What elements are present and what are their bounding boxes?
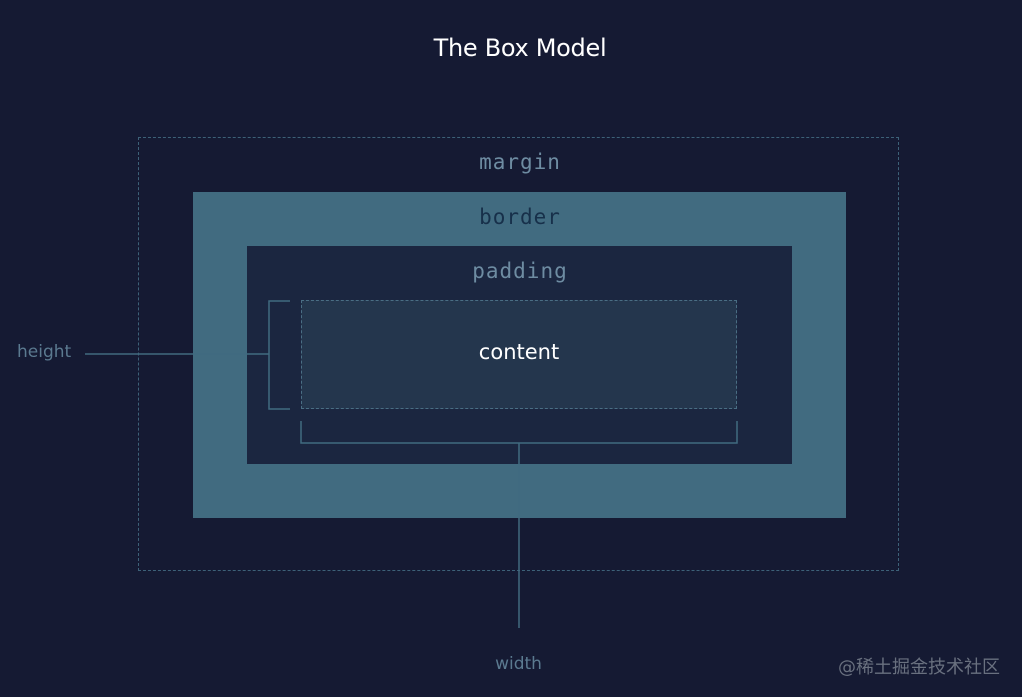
- margin-label: margin: [479, 150, 561, 174]
- height-bracket: [268, 300, 290, 410]
- content-label: content: [478, 340, 560, 364]
- width-bracket: [300, 421, 738, 444]
- watermark: @稀土掘金技术社区: [838, 657, 1000, 678]
- border-label: border: [479, 205, 561, 229]
- height-label: height: [17, 342, 72, 362]
- padding-label: padding: [472, 259, 568, 283]
- width-label: width: [495, 654, 542, 674]
- content-box: [301, 300, 737, 409]
- diagram-title: The Box Model: [433, 34, 607, 62]
